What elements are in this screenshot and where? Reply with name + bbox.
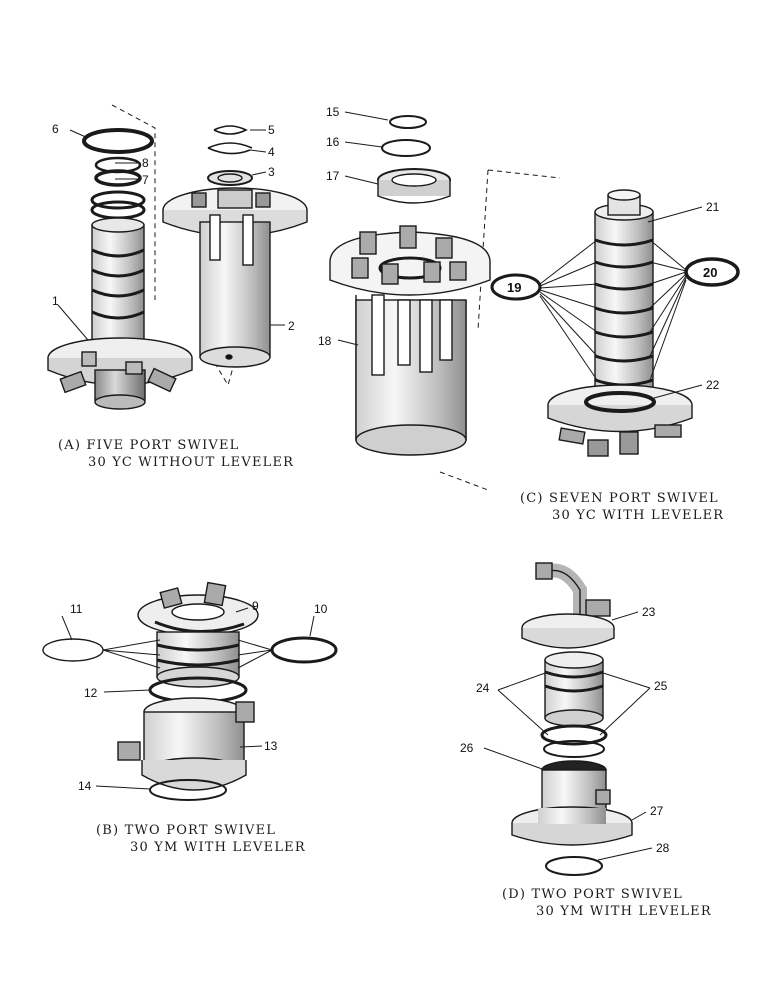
callout-18: 18	[318, 334, 332, 348]
callout-28: 28	[656, 841, 670, 855]
ring-7	[94, 169, 142, 187]
caption-view-a: (A) FIVE PORT SWIVEL 30 YC WITHOUT LEVEL…	[58, 437, 294, 471]
ring-6	[82, 128, 154, 154]
caption-view-d-line2: 30 YM WITH LEVELER	[536, 904, 712, 919]
callout-1: 1	[52, 294, 59, 308]
view-a-callouts: 6 8 7 1 5 4 3 2	[52, 122, 295, 333]
spool-21	[594, 211, 654, 403]
view-d-two-port-swivel	[483, 562, 653, 876]
callout-15: 15	[326, 105, 340, 119]
callout-7: 7	[142, 173, 149, 187]
caption-view-c-line2: 30 YC WITH LEVELER	[552, 508, 725, 523]
callout-2: 2	[288, 319, 295, 333]
ring-15	[389, 115, 427, 129]
callout-17: 17	[326, 169, 340, 183]
callout-4: 4	[268, 145, 275, 159]
ring-10	[270, 636, 338, 664]
caption-view-b-line2: 30 YM WITH LEVELER	[130, 840, 306, 855]
label-19-oval	[490, 273, 542, 301]
view-b-callouts: 11 9 10 12 13 14	[70, 599, 328, 793]
callout-27: 27	[650, 804, 664, 818]
callout-3: 3	[268, 165, 275, 179]
caption-view-a-line1: (A) FIVE PORT SWIVEL	[58, 438, 240, 453]
spool-1	[91, 224, 145, 346]
callout-9: 9	[252, 599, 259, 613]
ring-16	[381, 139, 431, 157]
ring-14	[149, 779, 227, 801]
view-c-callouts: 15 16 17 18 21 19 20 22	[318, 105, 720, 392]
view-b-two-port-swivel	[42, 581, 338, 801]
caption-view-a-line2: 30 YC WITHOUT LEVELER	[88, 455, 295, 470]
callout-6: 6	[52, 122, 59, 136]
callout-25: 25	[654, 679, 668, 693]
callout-19: 19	[507, 280, 521, 295]
callout-26: 26	[460, 741, 474, 755]
callout-21: 21	[706, 200, 720, 214]
caption-view-d: (D) TWO PORT SWIVEL 30 YM WITH LEVELER	[502, 886, 712, 920]
ring-28	[545, 856, 603, 876]
callout-5: 5	[268, 123, 275, 137]
ring-11	[42, 638, 104, 662]
callout-24: 24	[476, 681, 490, 695]
callout-11: 11	[70, 602, 83, 616]
callout-10: 10	[314, 602, 328, 616]
caption-view-b-line1: (B) TWO PORT SWIVEL	[96, 823, 277, 838]
callout-22: 22	[706, 378, 720, 392]
callout-13: 13	[264, 739, 278, 753]
view-c-seven-port-swivel	[329, 111, 740, 491]
caption-view-b: (B) TWO PORT SWIVEL 30 YM WITH LEVELER	[96, 822, 306, 856]
caption-view-c: (C) SEVEN PORT SWIVEL 30 YC WITH LEVELER	[520, 490, 724, 524]
callout-23: 23	[642, 605, 656, 619]
callout-8: 8	[142, 156, 149, 170]
caption-view-d-line1: (D) TWO PORT SWIVEL	[502, 887, 684, 902]
view-d-callouts: 23 24 25 26 27 28	[460, 605, 670, 855]
callout-20: 20	[703, 265, 717, 280]
caption-view-c-line1: (C) SEVEN PORT SWIVEL	[520, 491, 719, 506]
callout-14: 14	[78, 779, 92, 793]
view-a-five-port-swivel	[47, 104, 308, 410]
callout-12: 12	[84, 686, 98, 700]
callout-16: 16	[326, 135, 340, 149]
